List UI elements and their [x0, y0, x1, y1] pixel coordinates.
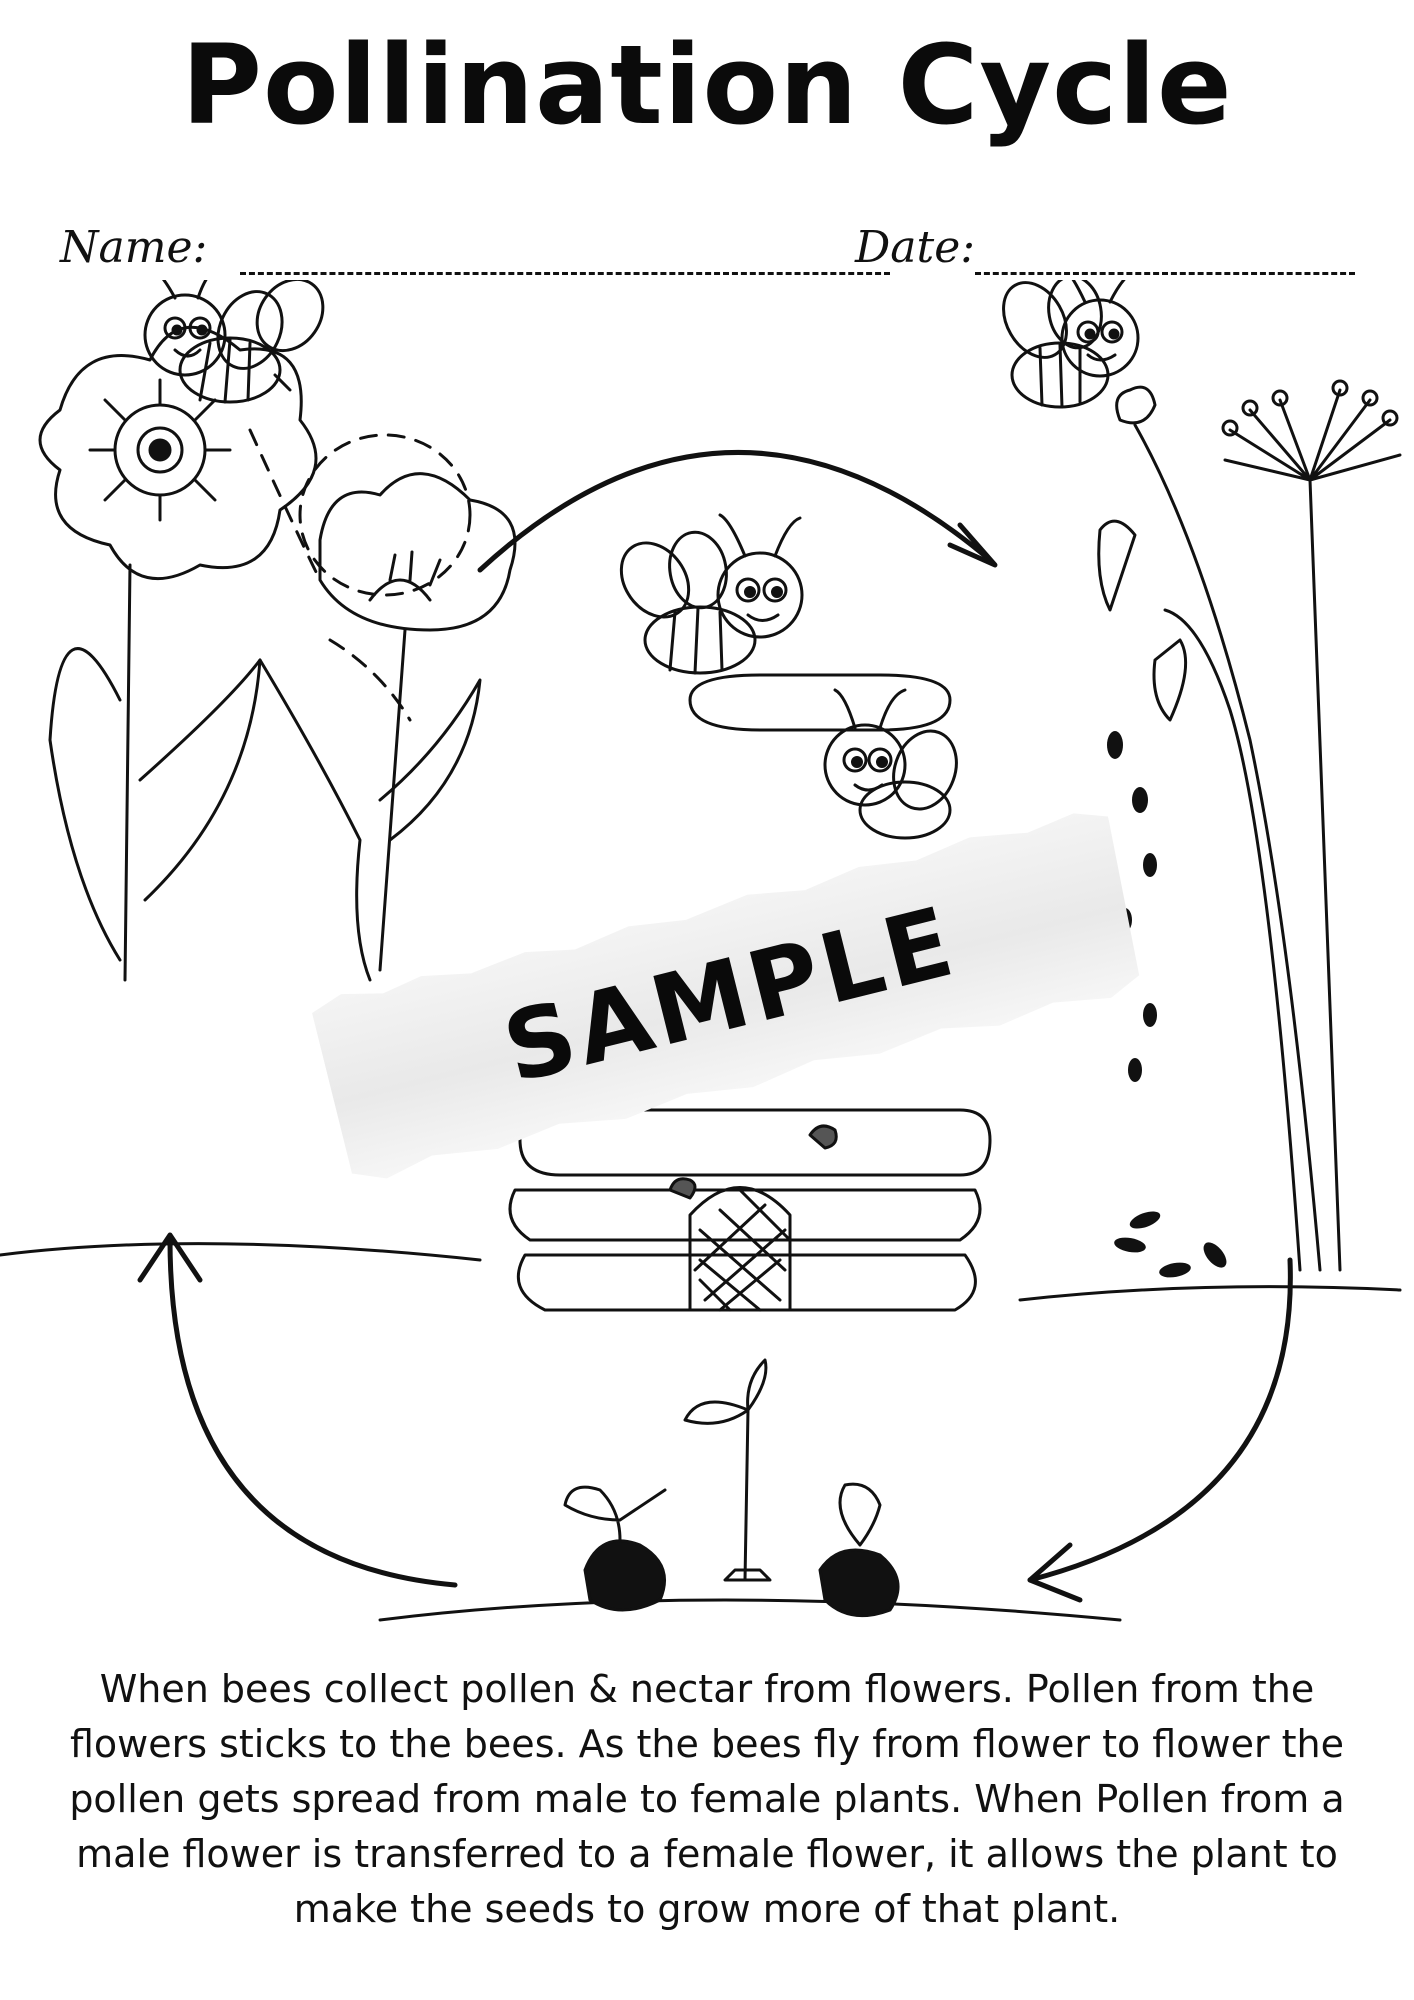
bee-flight-path [248, 428, 472, 722]
bee-icon [1002, 280, 1140, 409]
flower-icon [1097, 379, 1402, 1272]
page-title: Pollination Cycle [181, 21, 1233, 149]
sprout-icon [563, 1358, 900, 1618]
ground-line-left [0, 1242, 482, 1262]
bee-icon [823, 688, 958, 840]
bee-icon [143, 280, 325, 404]
beehive-icon [508, 673, 992, 1312]
name-date-row: Name: Date: [60, 222, 1360, 292]
pollination-illustration [0, 280, 1402, 1622]
ground-line-bottom [378, 1598, 1122, 1622]
date-label: Date: [855, 222, 976, 273]
date-field[interactable] [975, 272, 1355, 275]
description-paragraph: When bees collect pollen & nectar from f… [69, 1667, 1345, 1931]
bee-icon [619, 513, 804, 675]
ground-line-right [1018, 1285, 1402, 1302]
flower-icon [318, 472, 517, 972]
name-label: Name: [60, 222, 208, 273]
cycle-arrow-icon [137, 449, 1293, 1603]
flower-icon [38, 325, 372, 982]
seed-icon [1107, 731, 1227, 1278]
name-field[interactable] [240, 272, 890, 275]
